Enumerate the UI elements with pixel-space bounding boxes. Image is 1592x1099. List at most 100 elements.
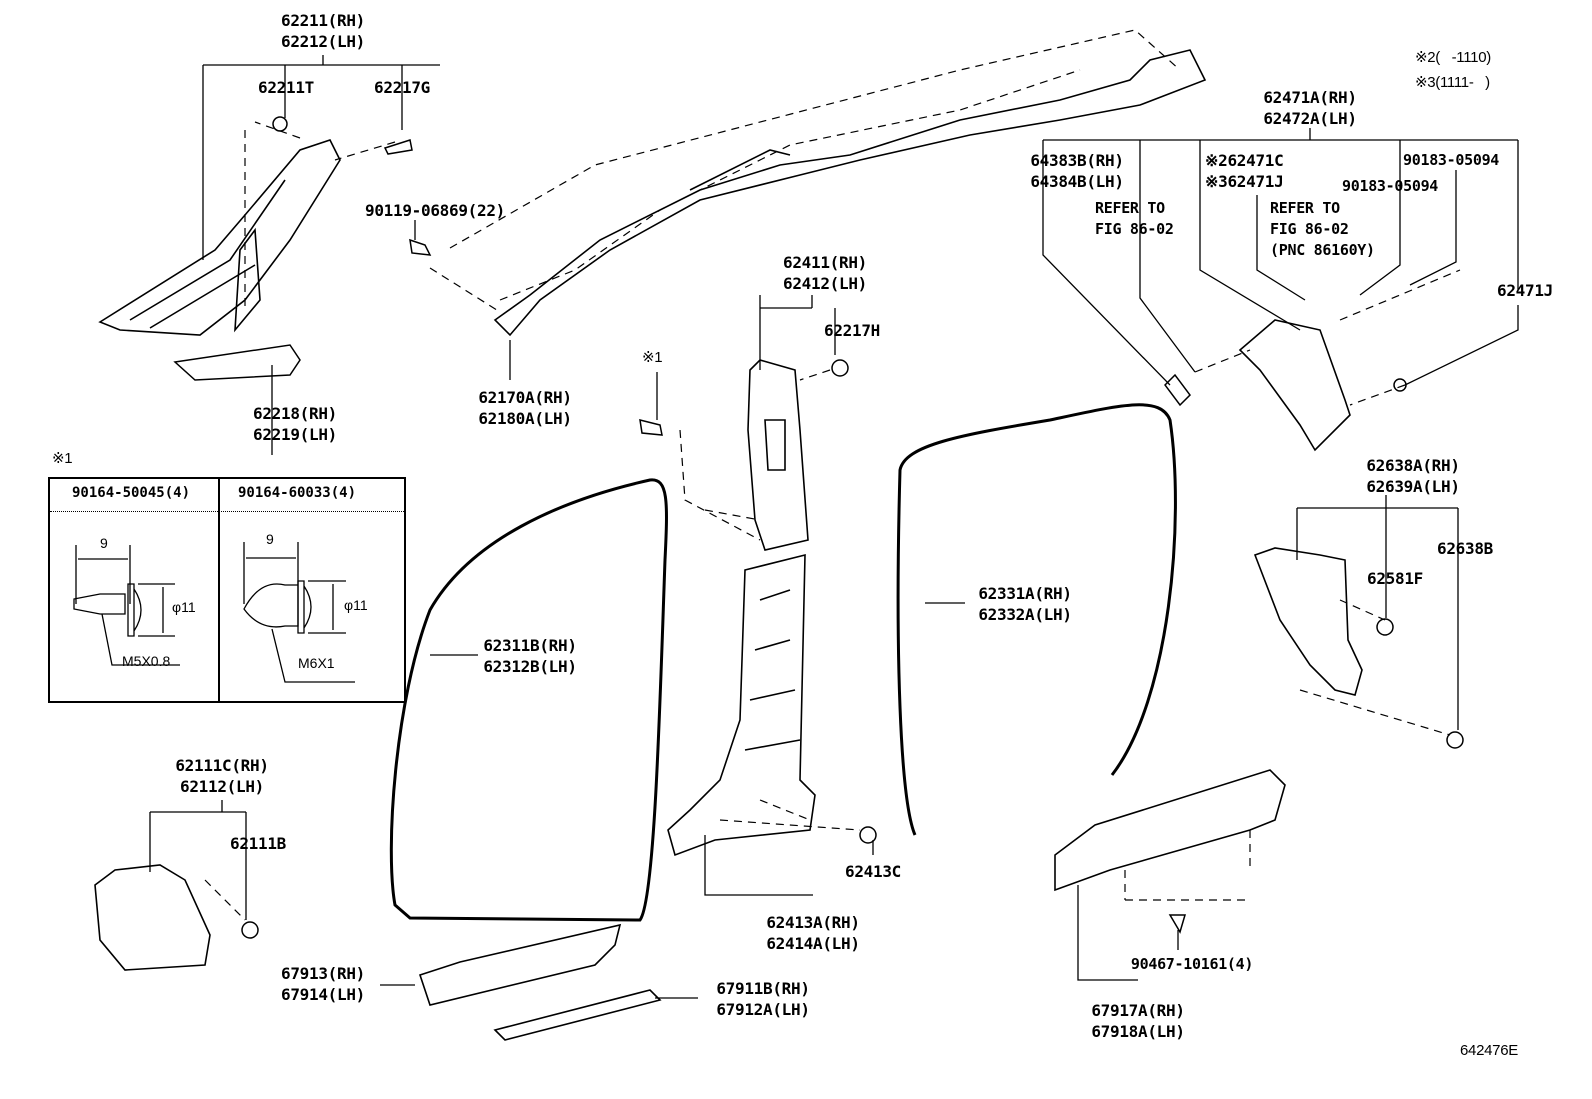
detail-left-length: 9 [100, 535, 108, 551]
note-2: ※2( -1110) [1415, 49, 1491, 66]
detail-right-length: 9 [266, 531, 274, 547]
label-62331A: 62331A(RH)62332A(LH) [978, 583, 1072, 625]
label-line: FIG 86-02 [1270, 220, 1349, 238]
screw-drawings [73, 542, 355, 683]
clip-62217G [383, 139, 413, 155]
label-67911B: 67911B(RH) 67912A(LH) [716, 978, 810, 1020]
leader-lines [149, 55, 1519, 999]
label-line: 67913(RH) [281, 964, 365, 983]
label-62471C: ※262471C ※362471J [1205, 150, 1284, 192]
label-line: 62219(LH) [253, 425, 337, 444]
label-62471J: 62471J [1497, 281, 1553, 300]
label-line: 62639A(LH) [1366, 477, 1460, 496]
label-67913: 67913(RH) 67914(LH) [281, 963, 365, 1005]
detail-right-thread: M6X1 [298, 655, 335, 671]
front-door-opening-weatherstrip [389, 478, 668, 922]
quarter-trim-62638A [1253, 547, 1363, 696]
center-pillar-lower-garnish [667, 553, 816, 857]
clip-90467 [1168, 914, 1187, 934]
detail-box-header [50, 479, 404, 512]
garnish-62218 [173, 344, 301, 381]
bolt-90119 [409, 238, 432, 256]
label-90183-b: 90183-05094 [1342, 177, 1439, 195]
label-64383B: 64383B(RH) 64384B(LH) [1030, 150, 1124, 192]
label-line: REFER TO [1270, 199, 1340, 217]
label-62311B: 62311B(RH)62312B(LH) [483, 635, 577, 677]
detail-box-note1: 90164-50045(4) 90164-60033(4) 9 φ11 M5X0… [48, 477, 406, 703]
label-62581F: 62581F [1367, 569, 1423, 588]
label-line: 62218(RH) [253, 404, 337, 423]
label-line: 64383B(RH) [1030, 151, 1124, 170]
label-62111C: 62111C(RH) 62112(LH) [175, 755, 269, 797]
note1-marker: ※1 [642, 349, 663, 366]
label-62218: 62218(RH) 62219(LH) [253, 403, 337, 445]
label-62217G: 62217G [374, 78, 430, 97]
label-90119: 90119-06869(22) [365, 201, 505, 220]
detail-left-thread: M5X0.8 [122, 653, 171, 669]
cowl-side-trim-62111C [94, 864, 211, 971]
label-line: 62212(LH) [281, 32, 365, 51]
label-line: 62111C(RH) [175, 756, 269, 775]
label-line: 62411(RH) [783, 253, 867, 272]
detail-right-diameter: φ11 [344, 597, 368, 613]
note-3: ※3(1111- ) [1415, 74, 1490, 91]
label-line: 62471A(RH) [1263, 88, 1357, 107]
detail-right-part: 90164-60033(4) [238, 485, 357, 501]
label-62471A: 62471A(RH)62472A(LH) [1263, 87, 1357, 129]
refer-fig-86-02: REFER TO FIG 86-02 [1095, 198, 1174, 240]
label-62638B: 62638B [1437, 539, 1493, 558]
clip-62111B [241, 921, 259, 939]
rear-scuff-plate [1054, 769, 1286, 892]
label-line: FIG 86-02 [1095, 220, 1174, 238]
label-line: 67912A(LH) [716, 1000, 810, 1019]
label-line: ※262471C [1205, 151, 1284, 170]
curtain-airbag-assembly [493, 49, 1207, 337]
front-pillar-garnish [98, 139, 341, 336]
dashed-lines [204, 29, 1461, 921]
label-line: 62311B(RH) [483, 636, 577, 655]
bolt-note1 [639, 418, 663, 436]
label-62211: 62211(RH) 62212(LH) [281, 10, 365, 52]
label-62111B: 62111B [230, 834, 286, 853]
label-line: 62414A(LH) [766, 934, 860, 953]
front-door-scuff-plate-67913 [418, 923, 622, 1006]
label-62217H: 62217H [824, 321, 880, 340]
roof-side-inner-garnish [1238, 319, 1351, 452]
label-line: 64384B(LH) [1030, 172, 1124, 191]
clip-62638B [1446, 731, 1464, 749]
rear-door-opening-weatherstrip [896, 403, 1177, 836]
label-line: 67914(LH) [281, 985, 365, 1004]
detail-left-diameter: φ11 [172, 599, 196, 615]
label-62170A: 62170A(RH)62180A(LH) [478, 387, 572, 429]
detail-box-title: ※1 [52, 450, 73, 467]
label-line: 62211(RH) [281, 11, 365, 30]
label-line: ※362471J [1205, 172, 1284, 191]
label-line: 62331A(RH) [978, 584, 1072, 603]
label-62413A: 62413A(RH) 62414A(LH) [766, 912, 860, 954]
assist-grip-cover [1164, 373, 1191, 407]
detail-box-divider [218, 479, 220, 701]
label-line: 62170A(RH) [478, 388, 572, 407]
label-line: 62412(LH) [783, 274, 867, 293]
label-62413C: 62413C [845, 862, 901, 881]
label-line: REFER TO [1095, 199, 1165, 217]
clip-62581F [1376, 618, 1394, 636]
clip-62211T [272, 116, 288, 132]
label-line: 67911B(RH) [716, 979, 810, 998]
clip-62217H [831, 359, 849, 377]
label-62638A: 62638A(RH) 62639A(LH) [1366, 455, 1460, 497]
label-line: 62638A(RH) [1366, 456, 1460, 475]
detail-left-part: 90164-50045(4) [72, 485, 191, 501]
label-90183-a: 90183-05094 [1403, 151, 1500, 169]
label-line: 62413A(RH) [766, 913, 860, 932]
label-67917A: 67917A(RH)67918A(LH) [1091, 1000, 1185, 1042]
clip-62413C [859, 826, 877, 844]
front-door-scuff-plate-67911B [493, 989, 662, 1041]
figure-id: 642476E [1460, 1042, 1518, 1059]
label-line: 67918A(LH) [1091, 1022, 1185, 1041]
label-line: 62112(LH) [180, 777, 264, 796]
label-90467: 90467-10161(4) [1130, 955, 1254, 973]
